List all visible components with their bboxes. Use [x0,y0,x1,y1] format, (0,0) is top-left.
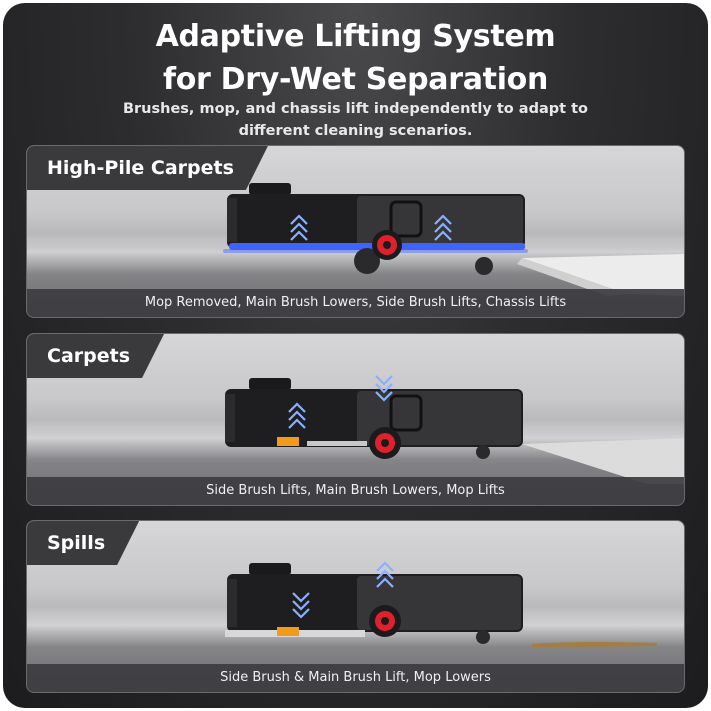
lower-arrows-left [292,592,310,619]
main-brush-hub [381,439,389,447]
spill-stain [532,642,657,647]
lower-arrows-right [375,375,393,402]
lift-arrows-left [290,214,308,241]
dustbin-handle [389,200,423,238]
robot-scene-spills [225,561,657,647]
panel-carpets: Carpets Side Brush Lifts, Main Brush Low… [26,333,685,506]
subtitle-line-1: Brushes, mop, and chassis lift independe… [122,101,588,117]
mop-pad-orange [277,437,299,446]
caster-wheel [476,630,490,644]
lift-arrows-right [434,214,452,241]
feature-card: Adaptive Lifting System for Dry-Wet Sepa… [3,3,708,708]
mop-strip [307,441,367,446]
carpet-patch [522,438,684,484]
caster-wheel [475,257,493,275]
robot-scene-carpets [225,375,684,484]
caster-wheel [476,445,490,459]
panel-caption: Side Brush Lifts, Main Brush Lowers, Mop… [27,477,684,505]
subtitle-line-2: different cleaning scenarios. [238,123,473,139]
page-subtitle: Brushes, mop, and chassis lift independe… [3,98,708,142]
panel-caption: Mop Removed, Main Brush Lowers, Side Bru… [27,289,684,317]
mop-pad-orange [277,627,299,636]
lidar-turret [249,563,291,575]
robot-scene-high-pile [223,183,684,296]
drive-wheel [354,248,380,274]
robot-vent [225,394,235,442]
lidar-turret [249,183,291,195]
lidar-turret [249,378,291,390]
robot-vent [227,198,237,242]
dustbin-handle [389,394,423,432]
panel-label: Carpets [27,334,164,378]
main-brush-hub [381,617,389,625]
robot-transparent-section [357,196,523,246]
lift-arrows-right [376,561,394,588]
title-line-2: for Dry-Wet Separation [162,62,549,97]
carpet-patch [522,254,684,296]
lift-arrows-left [288,402,306,429]
title-line-1: Adaptive Lifting System [155,19,556,54]
robot-vent [227,579,237,627]
panel-spills: Spills Side Brush & Main Brush Lift, Mop… [26,520,685,693]
panel-high-pile-carpets: High-Pile Carpets Mop Removed, Main Brus… [26,145,685,318]
main-brush-hub [383,241,391,249]
page-title: Adaptive Lifting System for Dry-Wet Sepa… [3,15,708,101]
panel-label: Spills [27,521,139,565]
carpet-edge [517,258,627,296]
panel-caption: Side Brush & Main Brush Lift, Mop Lowers [27,664,684,692]
panel-label: High-Pile Carpets [27,146,268,190]
